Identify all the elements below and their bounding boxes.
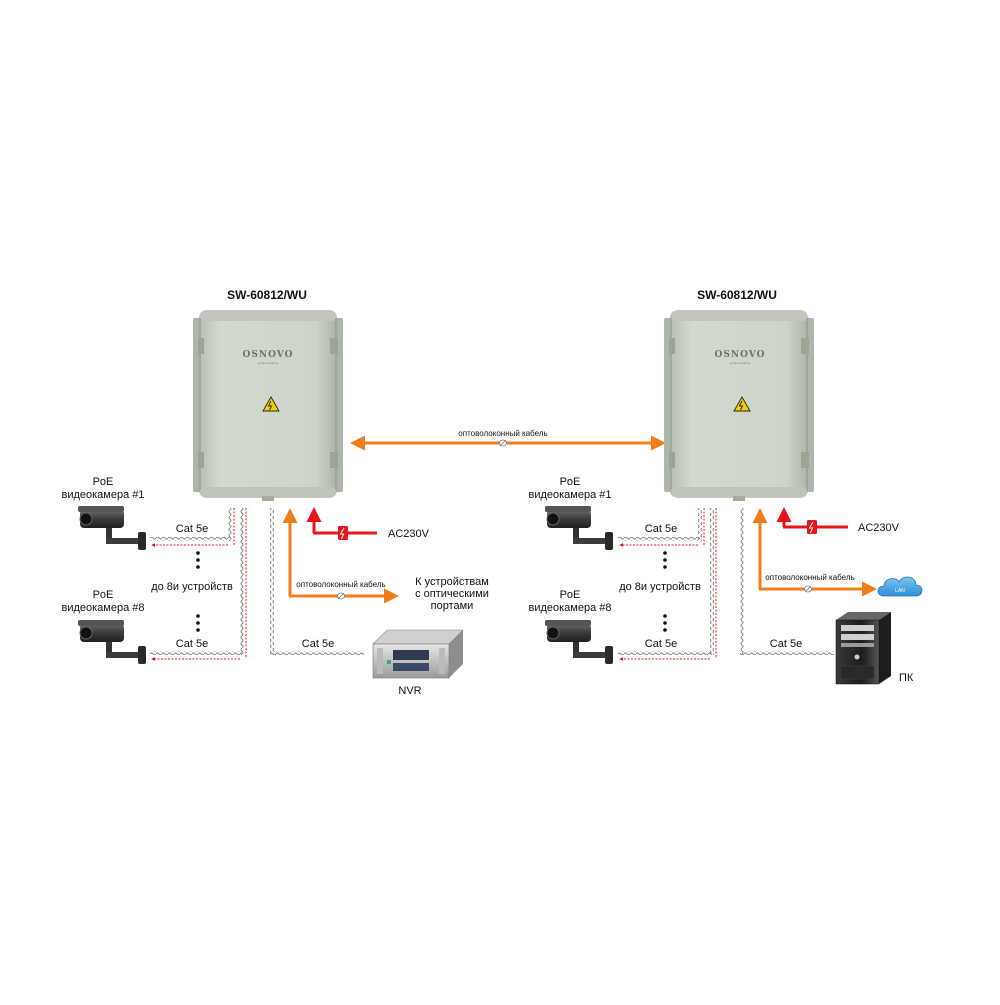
left-optical-line2: с оптическими — [415, 588, 489, 600]
left-cat5e-top-label: Cat 5e — [176, 523, 208, 535]
right-system: SW-60812/WU OSNOVO smart solutions PoE в… — [528, 288, 923, 685]
right-camera1-label-line1: PoE — [560, 476, 581, 488]
left-power-label: AC230V — [388, 528, 430, 540]
left-camera8-label-line1: PoE — [93, 589, 114, 601]
right-pc-tower-icon — [835, 612, 891, 685]
left-switch-enclosure: OSNOVO smart solutions — [193, 310, 343, 501]
left-ellipsis-bottom — [196, 614, 200, 632]
left-fiber-connector-icon — [337, 592, 345, 600]
left-optical-line1: К устройствам — [415, 576, 489, 588]
right-pc-cable-label: Cat 5e — [770, 638, 802, 650]
left-system: SW-60812/WU OSNOVO smart solutions PoE в… — [61, 288, 488, 697]
fiber-link: оптоволоконный кабель — [350, 429, 666, 451]
left-brand-logo: OSNOVO — [243, 350, 294, 360]
left-camera8-icon — [78, 620, 146, 664]
left-power-line — [306, 507, 377, 540]
right-fiber-out — [752, 508, 877, 597]
right-power-line — [776, 507, 848, 534]
right-brand-logo: OSNOVO — [715, 350, 766, 360]
right-camera-cables — [618, 508, 717, 661]
left-camera1-label-line2: видеокамера #1 — [61, 489, 144, 501]
right-camera8-label-line2: видеокамера #8 — [528, 602, 611, 614]
left-warning-icon — [262, 396, 280, 412]
right-power-plug-icon — [807, 520, 817, 534]
fiber-connector-icon — [499, 439, 507, 447]
right-camera1-label-line2: видеокамера #1 — [528, 489, 611, 501]
left-up-to-devices-label: до 8и устройств — [151, 581, 233, 593]
right-pc-cable — [740, 508, 834, 655]
right-brand-subtitle: smart solutions — [730, 361, 751, 365]
left-power-plug-icon — [338, 526, 348, 540]
left-optical-line3: портами — [431, 600, 474, 612]
right-ellipsis-top — [663, 551, 667, 569]
fiber-link-label: оптоволоконный кабель — [458, 429, 547, 438]
right-camera8-icon — [545, 620, 613, 664]
left-brand-subtitle: smart solutions — [258, 361, 279, 365]
left-camera8-label-line2: видеокамера #8 — [61, 602, 144, 614]
left-camera-cables — [150, 508, 247, 661]
right-up-to-devices-label: до 8и устройств — [619, 581, 701, 593]
right-fiber-connector-icon — [804, 585, 812, 593]
left-nvr-cable-label: Cat 5e — [302, 638, 334, 650]
left-fiber-out — [282, 508, 399, 604]
left-camera1-icon — [78, 506, 146, 550]
left-ellipsis-top — [196, 551, 200, 569]
right-fiber-label: оптоволоконный кабель — [765, 573, 854, 582]
right-camera8-label-line1: PoE — [560, 589, 581, 601]
right-cat5e-top-label: Cat 5e — [645, 523, 677, 535]
right-warning-icon — [733, 396, 751, 412]
left-camera1-label-line1: PoE — [93, 476, 114, 488]
right-ellipsis-bottom — [663, 614, 667, 632]
right-lan-cloud-icon: LAN — [877, 576, 923, 597]
right-switch-enclosure: OSNOVO smart solutions — [664, 310, 814, 501]
left-device-title: SW-60812/WU — [227, 288, 307, 302]
left-fiber-label: оптоволоконный кабель — [296, 580, 385, 589]
left-nvr-icon — [372, 629, 464, 679]
left-cat5e-bottom-label: Cat 5e — [176, 638, 208, 650]
right-lan-label: LAN — [895, 588, 905, 594]
right-device-title: SW-60812/WU — [697, 288, 777, 302]
right-cat5e-bottom-label: Cat 5e — [645, 638, 677, 650]
right-camera1-icon — [545, 506, 613, 550]
right-power-label: AC230V — [858, 522, 900, 534]
left-nvr-label: NVR — [398, 685, 421, 697]
left-nvr-cable — [270, 508, 364, 655]
right-pc-label: ПК — [899, 672, 914, 684]
